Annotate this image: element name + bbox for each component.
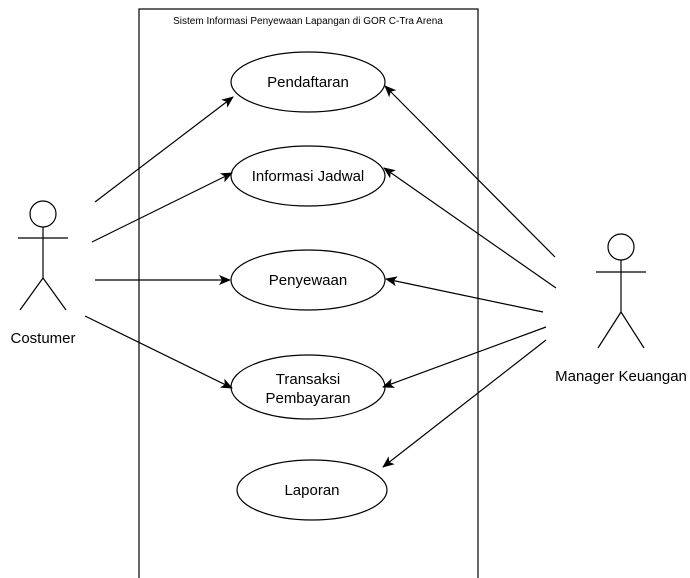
use-case-payment[interactable]: Transaksi Pembayaran [230,354,386,420]
assoc-manager-registration [384,85,556,258]
use-case-rental-label: Penyewaan [269,272,347,289]
use-case-report-label: Laporan [284,482,339,499]
actor-customer[interactable]: Costumer [10,200,76,347]
actor-manager-right-leg [620,311,645,349]
use-case-payment-label-line2: Pembayaran [265,390,350,407]
assoc-customer-registration [94,96,234,203]
actor-manager-label: Manager Keuangan [555,368,687,385]
use-case-registration[interactable]: Pendaftaran [230,51,386,113]
actor-manager-left-leg [597,311,622,349]
use-case-rental[interactable]: Penyewaan [230,249,386,311]
assoc-manager-schedule [383,167,557,289]
assoc-manager-report [382,339,547,468]
system-title: Sistem Informasi Penyewaan Lapangan di G… [173,16,443,27]
assoc-customer-schedule [91,172,233,243]
actor-customer-right-leg [42,277,67,311]
actor-customer-head [29,200,57,228]
use-case-schedule[interactable]: Informasi Jadwal [230,145,386,207]
system-boundary [138,8,479,578]
actor-manager-head [607,233,635,261]
use-case-payment-label-line1: Transaksi [276,371,340,388]
assoc-manager-rental [385,276,544,313]
use-case-schedule-label: Informasi Jadwal [252,168,365,185]
actor-customer-left-leg [19,277,44,311]
assoc-manager-payment [382,326,547,388]
use-case-registration-label: Pendaftaran [267,74,349,91]
actor-customer-label: Costumer [10,330,75,347]
use-case-report[interactable]: Laporan [236,459,388,521]
assoc-customer-payment [84,315,233,389]
actor-manager[interactable]: Manager Keuangan [555,233,687,385]
